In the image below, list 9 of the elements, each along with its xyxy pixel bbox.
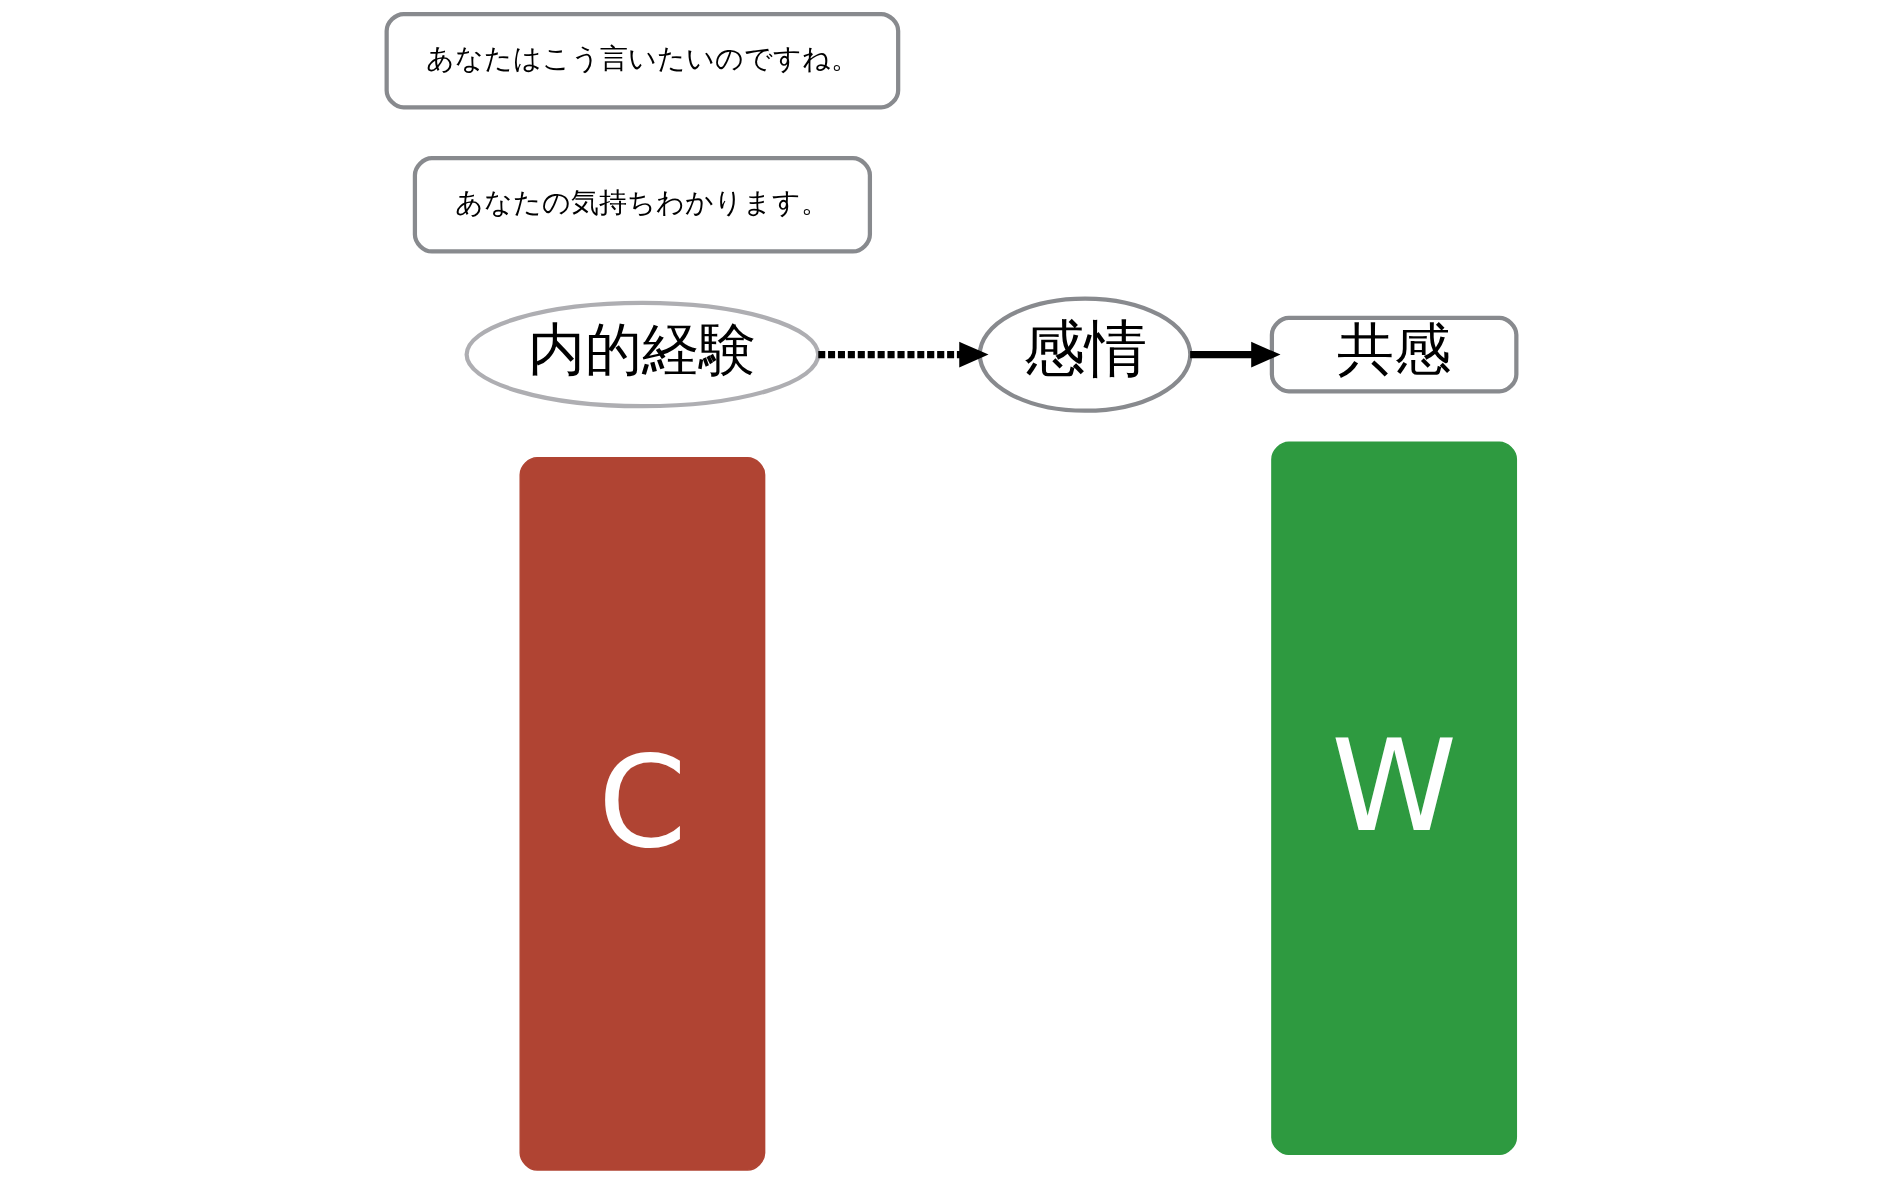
node-ellipse: 内的経験 bbox=[464, 300, 820, 409]
node-box: あなたの気持ちわかります。 bbox=[412, 156, 872, 254]
node-ellipse: 感情 bbox=[977, 296, 1192, 413]
node-box: C bbox=[518, 457, 765, 1171]
node-box: あなたはこう言いたいのですね。 bbox=[384, 11, 900, 110]
arrow bbox=[1189, 341, 1280, 368]
arrow bbox=[817, 341, 989, 368]
node-box: 共感 bbox=[1269, 315, 1518, 394]
node-box: W bbox=[1270, 441, 1517, 1156]
